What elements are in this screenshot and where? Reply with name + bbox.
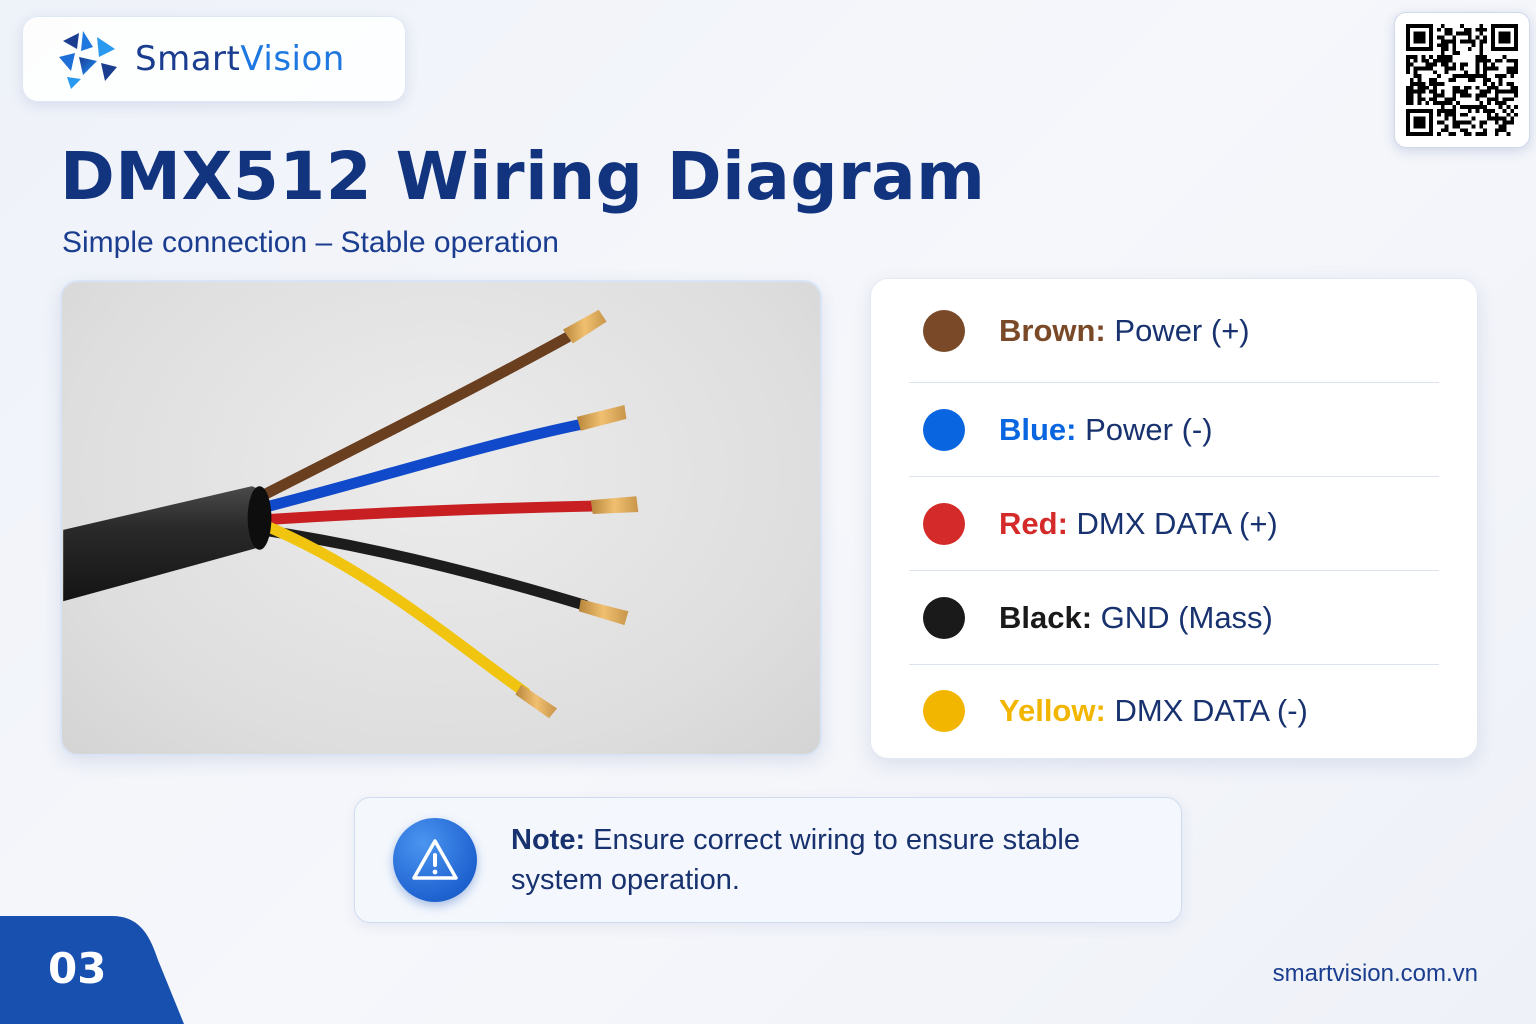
black-wire (256, 524, 591, 611)
legend-color-name: Yellow: (999, 693, 1106, 728)
legend-row-red: Red: DMX DATA (+) (909, 477, 1439, 571)
legend-label: Brown: Power (+) (999, 313, 1250, 349)
legend-row-black: Black: GND (Mass) (909, 571, 1439, 665)
legend-color-name: Black: (999, 599, 1093, 635)
cable-photo (60, 280, 822, 756)
legend-color-name: Blue: (999, 411, 1077, 447)
yellow-wire (256, 518, 531, 698)
brand-name-part1: Smart (135, 39, 241, 79)
red-dot-icon (923, 502, 965, 545)
legend-label: Blue: Power (-) (999, 412, 1213, 448)
note-text: Note: Ensure correct wiring to ensure st… (511, 820, 1131, 900)
legend-label: Red: DMX DATA (+) (999, 506, 1278, 542)
black-dot-icon (923, 596, 965, 639)
cable-jacket (63, 486, 269, 602)
note-lead: Note: (511, 824, 586, 856)
yellow-dot-icon (923, 690, 965, 732)
website-link[interactable]: smartvision.com.vn (1272, 960, 1478, 987)
brand-name-part2: Vision (240, 39, 345, 79)
legend-description: DMX DATA (-) (1114, 693, 1308, 728)
legend-description: GND (Mass) (1100, 599, 1273, 635)
red-wire (256, 500, 599, 526)
qr-code-card[interactable] (1394, 12, 1530, 148)
legend-row-brown: Brown: Power (+) (909, 279, 1439, 383)
qr-code-icon (1406, 24, 1518, 136)
page-number-tab (0, 916, 184, 1024)
cable-illustration (63, 309, 639, 719)
legend-label: Black: GND (Mass) (999, 600, 1273, 636)
blue-wire (256, 419, 585, 514)
smartvision-logo-icon (59, 31, 117, 89)
legend-description: Power (+) (1114, 312, 1250, 348)
legend-color-name: Red: (999, 505, 1068, 541)
legend-description: DMX DATA (+) (1076, 505, 1278, 541)
brown-dot-icon (923, 309, 965, 352)
page-number: 03 (48, 944, 107, 993)
legend-description: Power (-) (1085, 411, 1213, 447)
legend-color-name: Brown: (999, 312, 1106, 348)
brand-name: SmartVision (135, 39, 345, 79)
wire-legend: Brown: Power (+) Blue: Power (-) Red: DM… (870, 278, 1478, 759)
legend-label: Yellow: DMX DATA (-) (999, 693, 1308, 729)
note-box: Note: Ensure correct wiring to ensure st… (354, 797, 1182, 923)
page-title: DMX512 Wiring Diagram (60, 138, 986, 215)
warning-triangle-icon (393, 818, 477, 902)
page-subtitle: Simple connection – Stable operation (62, 226, 559, 259)
legend-row-blue: Blue: Power (-) (909, 383, 1439, 477)
logo-card: SmartVision (22, 16, 406, 102)
blue-dot-icon (923, 408, 965, 451)
legend-row-yellow: Yellow: DMX DATA (-) (909, 665, 1439, 757)
note-body: Ensure correct wiring to ensure stable s… (511, 824, 1080, 896)
brown-wire (252, 332, 573, 504)
